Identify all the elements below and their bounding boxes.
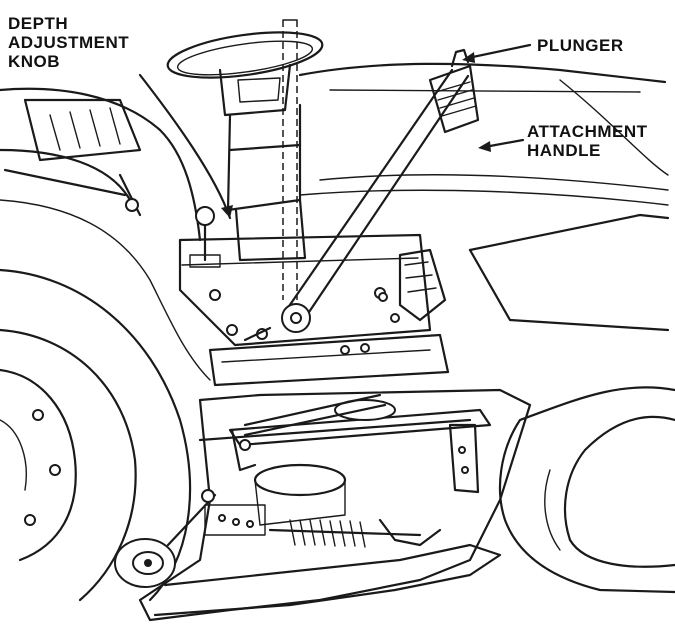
- plunger-label: PLUNGER: [537, 36, 624, 55]
- attachment-label-line2: HANDLE: [527, 141, 601, 160]
- attachment-handle: [281, 48, 480, 333]
- left-fender: [0, 87, 211, 381]
- depth-label-line1: DEPTH: [8, 14, 69, 33]
- frame-plate: [178, 233, 432, 347]
- steering-assembly: [166, 31, 324, 262]
- plunger-leader: [462, 43, 532, 63]
- deck-spring-rod: [204, 423, 480, 548]
- attachment-handle-leader: [478, 138, 525, 152]
- step-plate: [208, 333, 450, 387]
- rear-wheel: [0, 268, 192, 602]
- attachment-handle-label: ATTACHMENT HANDLE: [527, 122, 648, 160]
- depth-adjustment-knob: [138, 73, 233, 268]
- front-wheel: [498, 386, 675, 594]
- lift-linkage: [230, 393, 387, 472]
- depth-adjustment-knob-label: DEPTH ADJUSTMENT KNOB: [8, 14, 129, 71]
- depth-label-line2: ADJUSTMENT: [8, 33, 130, 52]
- deck-gauge-wheel: [114, 489, 217, 588]
- hood-body: [298, 62, 670, 332]
- lift-rod: [282, 19, 298, 300]
- rear-bracket: [378, 248, 447, 322]
- depth-label-line3: KNOB: [8, 52, 61, 71]
- attachment-label-line1: ATTACHMENT: [527, 122, 648, 141]
